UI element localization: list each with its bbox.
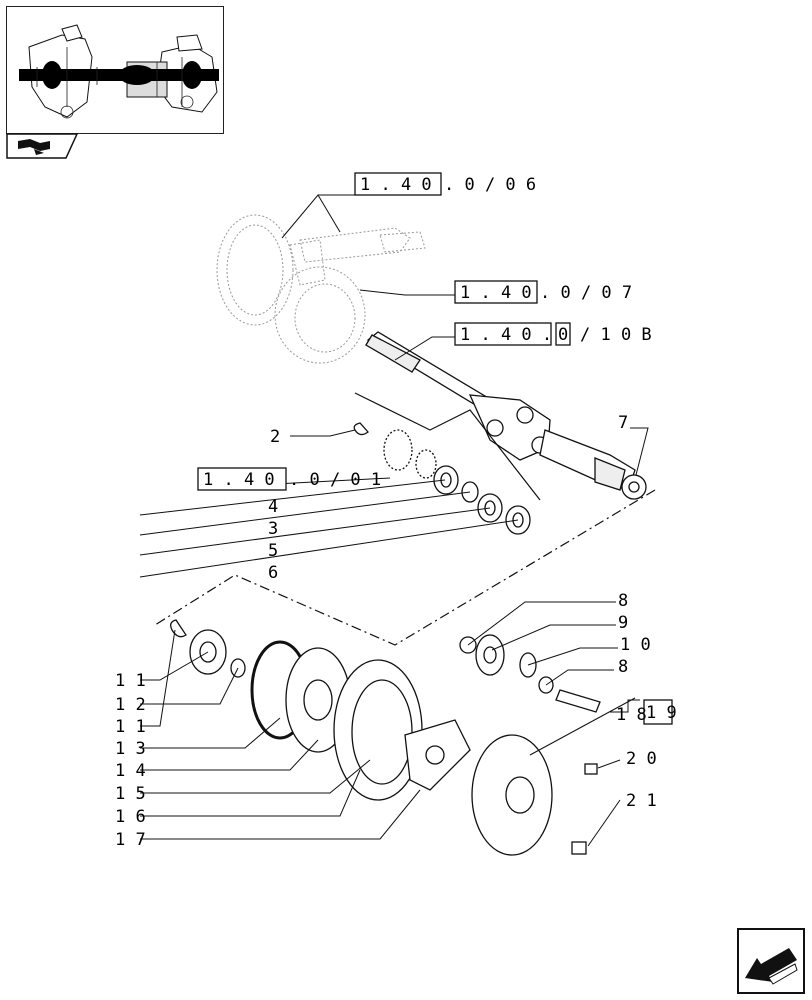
callout-11b: 1 1 — [115, 717, 146, 737]
ref-box-4[interactable]: 1 . 4 0 . 0 / 0 1 — [197, 467, 381, 491]
callout-16: 1 6 — [115, 807, 146, 827]
callout-3: 3 — [268, 519, 278, 539]
callout-17: 1 7 — [115, 830, 146, 850]
halfshaft — [365, 331, 636, 491]
callout-13: 1 3 — [115, 739, 146, 759]
callout-5: 5 — [268, 541, 278, 561]
svg-text:. 0 / 0 6: . 0 / 0 6 — [444, 175, 536, 195]
callout-7: 7 — [618, 413, 628, 433]
book-arrow-icon — [6, 133, 79, 159]
callout-15: 1 5 — [115, 784, 146, 804]
svg-text:1 . 4 0 .: 1 . 4 0 . — [460, 325, 552, 345]
svg-text:. 0 / 0 7: . 0 / 0 7 — [540, 283, 632, 303]
svg-text:1 . 4 0: 1 . 4 0 — [360, 175, 432, 195]
callout-18: 1 8 — [616, 705, 647, 725]
ref-box-3[interactable]: 1 . 4 0 . 0 / 1 0 B — [454, 322, 652, 346]
callout-14: 1 4 — [115, 761, 146, 781]
callout-numbers: 2 4 3 5 6 7 8 9 1 0 8 1 1 1 2 1 1 1 3 1 … — [115, 413, 677, 850]
callout-21: 2 1 — [626, 791, 657, 811]
callout-10: 1 0 — [620, 635, 651, 655]
svg-text:0: 0 — [558, 325, 568, 345]
svg-text:/ 1 0 B: / 1 0 B — [580, 325, 652, 345]
svg-text:. 0 / 0 1: . 0 / 0 1 — [289, 470, 381, 490]
shaft-parts — [353, 422, 647, 535]
callout-6: 6 — [268, 563, 278, 583]
ref-box-2[interactable]: 1 . 4 0 . 0 / 0 7 — [454, 280, 632, 304]
callout-19: 1 9 — [646, 703, 677, 723]
background-assembly — [216, 214, 426, 364]
axle-thumbnail[interactable] — [6, 6, 224, 134]
ref-box-1[interactable]: 1 . 4 0 . 0 / 0 6 — [354, 172, 536, 196]
callout-4: 4 — [268, 497, 278, 517]
callout-8b: 8 — [618, 657, 628, 677]
leader-lines — [139, 194, 649, 847]
next-page-button[interactable] — [737, 928, 805, 994]
callout-2: 2 — [270, 427, 280, 447]
next-page-arrow-icon — [745, 948, 798, 985]
section-boundary — [154, 392, 656, 646]
axle-assembly-icon — [19, 24, 219, 119]
svg-text:1 . 4 0: 1 . 4 0 — [460, 283, 532, 303]
section-tab[interactable] — [6, 133, 79, 159]
callout-11a: 1 1 — [115, 671, 146, 691]
callout-20: 2 0 — [626, 749, 657, 769]
callout-12: 1 2 — [115, 695, 146, 715]
planetary-group — [170, 619, 601, 856]
svg-text:1 . 4 0: 1 . 4 0 — [203, 470, 275, 490]
callout-8a: 8 — [618, 591, 628, 611]
callout-9: 9 — [618, 613, 628, 633]
